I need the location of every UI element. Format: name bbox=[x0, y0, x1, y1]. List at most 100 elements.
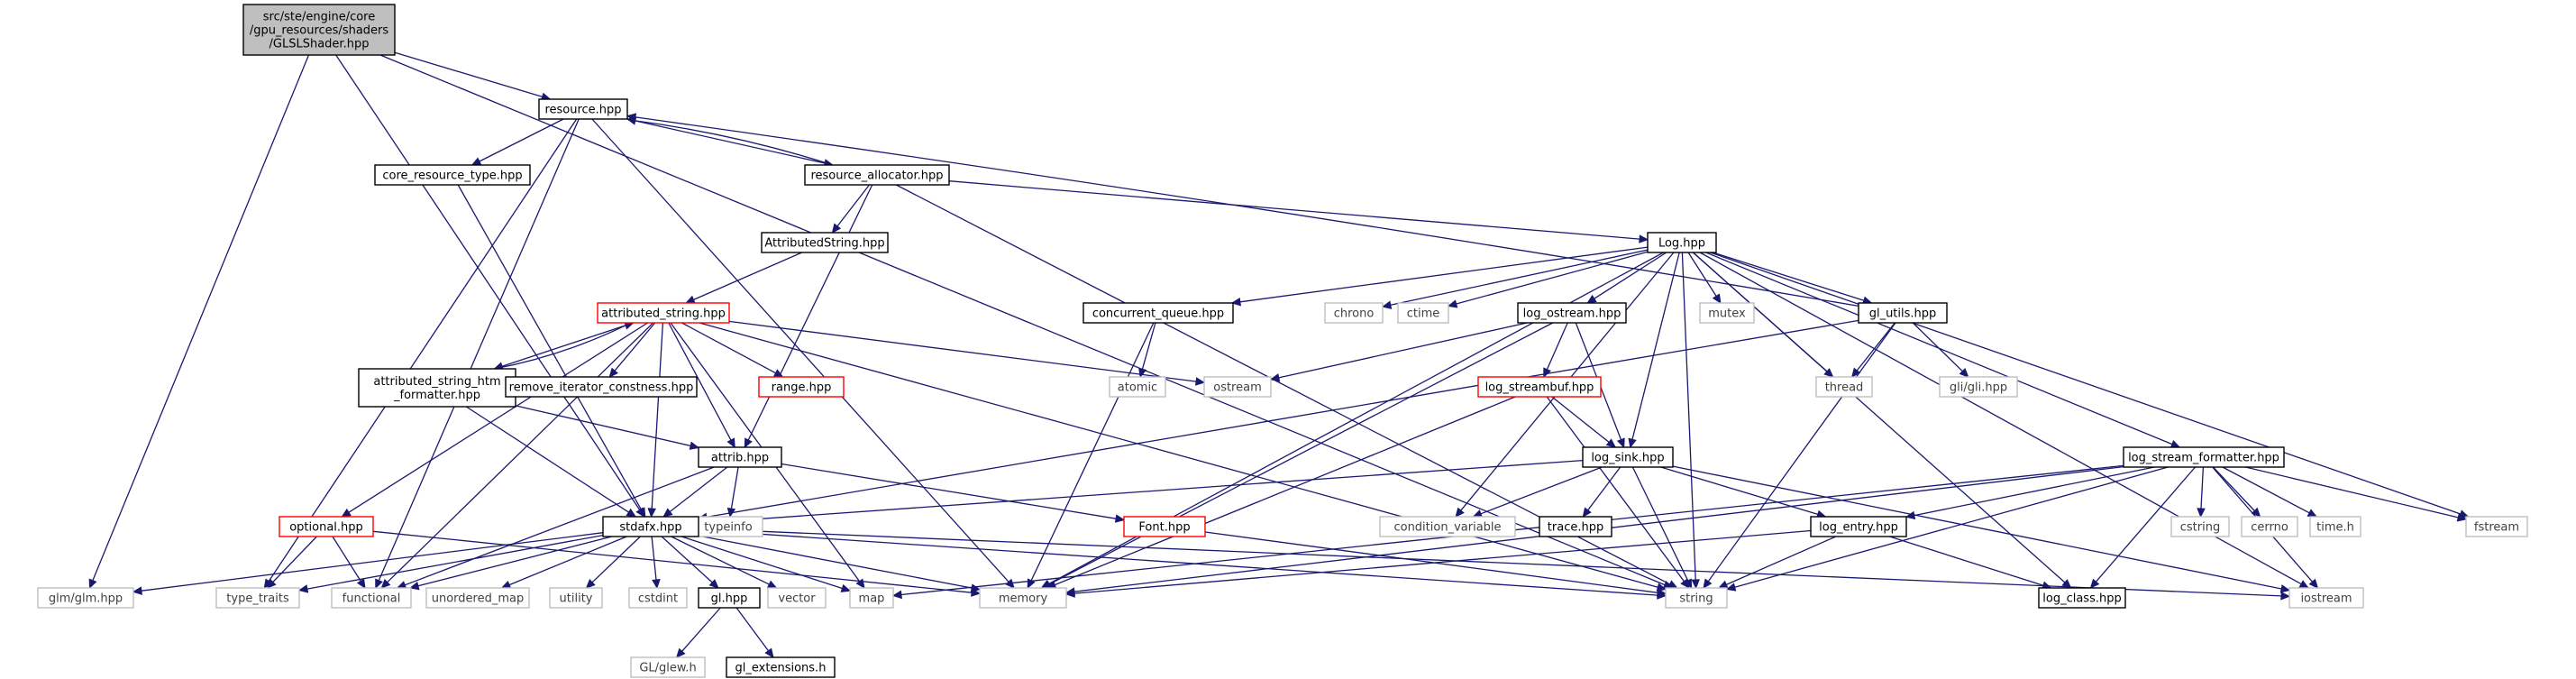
node-glm: glm/glm.hpp bbox=[37, 587, 134, 609]
node-ctime: ctime bbox=[1397, 302, 1449, 324]
edge-Log-to-chrono bbox=[1381, 249, 1649, 309]
edge-line bbox=[651, 536, 657, 581]
node-attributed-string[interactable]: attributed_string.hpp bbox=[597, 302, 730, 324]
node-label: range.hpp bbox=[772, 381, 832, 395]
node-AttributedString[interactable]: AttributedString.hpp bbox=[761, 232, 889, 253]
edge-attrib-to-typeinfo bbox=[726, 466, 739, 518]
node-box bbox=[2465, 516, 2528, 537]
edge-gl_utils-to-gli bbox=[1912, 322, 1969, 378]
edge-line bbox=[651, 322, 664, 509]
node-label: resource.hpp bbox=[544, 104, 621, 117]
edge-line bbox=[508, 536, 627, 586]
node-label: gl_extensions.h bbox=[735, 662, 827, 675]
edge-line bbox=[348, 322, 648, 513]
edge-line bbox=[1141, 322, 1156, 370]
node-remove-iterator[interactable]: remove_iterator_constness.hpp bbox=[505, 376, 698, 398]
edge-line bbox=[1631, 466, 1689, 582]
edge-line bbox=[272, 536, 317, 583]
edge-log_sink-to-iostream bbox=[1672, 465, 2291, 593]
node-gl[interactable]: gl.hpp bbox=[698, 587, 761, 609]
node-attributed-string-htm[interactable]: attributed_string_htm_formatter.hpp bbox=[358, 368, 516, 408]
node-gl-utils[interactable]: gl_utils.hpp bbox=[1858, 302, 1948, 324]
edge-arrowhead bbox=[1656, 583, 1667, 592]
edge-core_resource_type-to-stdafx bbox=[457, 184, 646, 518]
edge-arrowhead bbox=[2308, 578, 2319, 589]
node-box bbox=[804, 164, 950, 186]
node-log-sink[interactable]: log_sink.hpp bbox=[1582, 446, 1674, 468]
node-trace[interactable]: trace.hpp bbox=[1539, 516, 1612, 537]
node-Font[interactable]: Font.hpp bbox=[1123, 516, 1206, 537]
node-root[interactable]: src/ste/engine/core/gpu_resources/shader… bbox=[242, 4, 396, 56]
node-label: gl_utils.hpp bbox=[1869, 307, 1937, 321]
edge-gl_utils-to-resource bbox=[626, 113, 1859, 307]
node-core-resource-type[interactable]: core_resource_type.hpp bbox=[374, 164, 531, 186]
node-optional[interactable]: optional.hpp bbox=[279, 516, 374, 537]
edge-arrowhead bbox=[380, 579, 391, 589]
edge-attributed_string_htm-to-attrib bbox=[515, 405, 700, 450]
edge-line bbox=[457, 184, 642, 510]
edge-arrowhead bbox=[1703, 578, 1713, 589]
edge-resource-to-resource_allocator bbox=[626, 118, 835, 168]
edge-line bbox=[1546, 322, 1568, 371]
node-box bbox=[279, 516, 374, 537]
node-label: map bbox=[859, 592, 885, 606]
edge-log_stream_formatter-to-cstring bbox=[2197, 466, 2206, 518]
edge-gl_utils-to-string bbox=[1703, 322, 1896, 589]
node-concurrent-queue[interactable]: concurrent_queue.hpp bbox=[1082, 302, 1234, 324]
node-label: iostream bbox=[2300, 592, 2352, 606]
node-label: stdafx.hpp bbox=[619, 521, 681, 535]
edge-line bbox=[730, 466, 739, 509]
edge-line bbox=[614, 322, 656, 372]
node-attrib[interactable]: attrib.hpp bbox=[698, 446, 782, 468]
node-label: gl.hpp bbox=[711, 592, 748, 606]
edge-arrowhead bbox=[1850, 367, 1861, 378]
node-gli: gli/gli.hpp bbox=[1939, 376, 2018, 398]
node-gl-extensions[interactable]: gl_extensions.h bbox=[726, 656, 836, 678]
node-box bbox=[726, 656, 836, 678]
edge-line bbox=[1546, 396, 1685, 583]
edge-log_ostream-to-log_streambuf bbox=[1543, 322, 1568, 379]
node-stdafx[interactable]: stdafx.hpp bbox=[602, 516, 699, 537]
node-chrono: chrono bbox=[1324, 302, 1384, 324]
edge-Log-to-gl_utils bbox=[1713, 252, 1873, 305]
node-box bbox=[1123, 516, 1206, 537]
edge-arrowhead bbox=[2251, 507, 2261, 518]
node-box bbox=[758, 376, 845, 398]
node-box bbox=[538, 98, 628, 120]
edge-arrowhead bbox=[626, 508, 637, 518]
node-typeinfo: typeinfo bbox=[693, 516, 763, 537]
edge-line bbox=[306, 534, 604, 590]
edge-line bbox=[335, 54, 641, 510]
node-functional: functional bbox=[331, 587, 412, 609]
node-glew: GL/glew.h bbox=[630, 656, 706, 678]
node-log-stream-formatter[interactable]: log_stream_formatter.hpp bbox=[2123, 446, 2285, 468]
node-range[interactable]: range.hpp bbox=[758, 376, 845, 398]
node-resource-allocator[interactable]: resource_allocator.hpp bbox=[804, 164, 950, 186]
edge-stdafx-to-utility bbox=[585, 536, 641, 589]
edge-concurrent_queue-to-atomic bbox=[1138, 322, 1156, 379]
node-log-entry[interactable]: log_entry.hpp bbox=[1810, 516, 1907, 537]
edge-resource_allocator-to-AttributedString bbox=[831, 184, 871, 234]
edge-line bbox=[404, 466, 715, 586]
node-log-streambuf[interactable]: log_streambuf.hpp bbox=[1477, 376, 1602, 398]
edge-Font-to-string bbox=[1204, 531, 1667, 597]
edge-arrowhead bbox=[1959, 368, 1969, 378]
node-log-ostream[interactable]: log_ostream.hpp bbox=[1517, 302, 1627, 324]
node-resource[interactable]: resource.hpp bbox=[538, 98, 628, 120]
edge-arrowhead bbox=[689, 441, 700, 450]
edge-stdafx-to-type_traits bbox=[297, 534, 604, 593]
edge-gl_utils-to-thread bbox=[1850, 322, 1895, 378]
node-label: string bbox=[1679, 592, 1713, 606]
node-log-class[interactable]: log_class.hpp bbox=[2038, 587, 2126, 609]
node-box bbox=[1539, 516, 1612, 537]
edge-arrowhead bbox=[2089, 578, 2100, 589]
edge-line bbox=[2245, 466, 2459, 518]
edge-line bbox=[591, 536, 641, 583]
edge-arrowhead bbox=[1639, 234, 1649, 243]
edge-stdafx-to-glm bbox=[132, 532, 604, 595]
edge-log_ostream-to-ostream bbox=[1269, 322, 1528, 382]
node-box bbox=[1082, 302, 1234, 324]
node-Log[interactable]: Log.hpp bbox=[1647, 232, 1717, 253]
edge-line bbox=[1710, 252, 2462, 515]
edge-arrowhead bbox=[2307, 509, 2318, 518]
